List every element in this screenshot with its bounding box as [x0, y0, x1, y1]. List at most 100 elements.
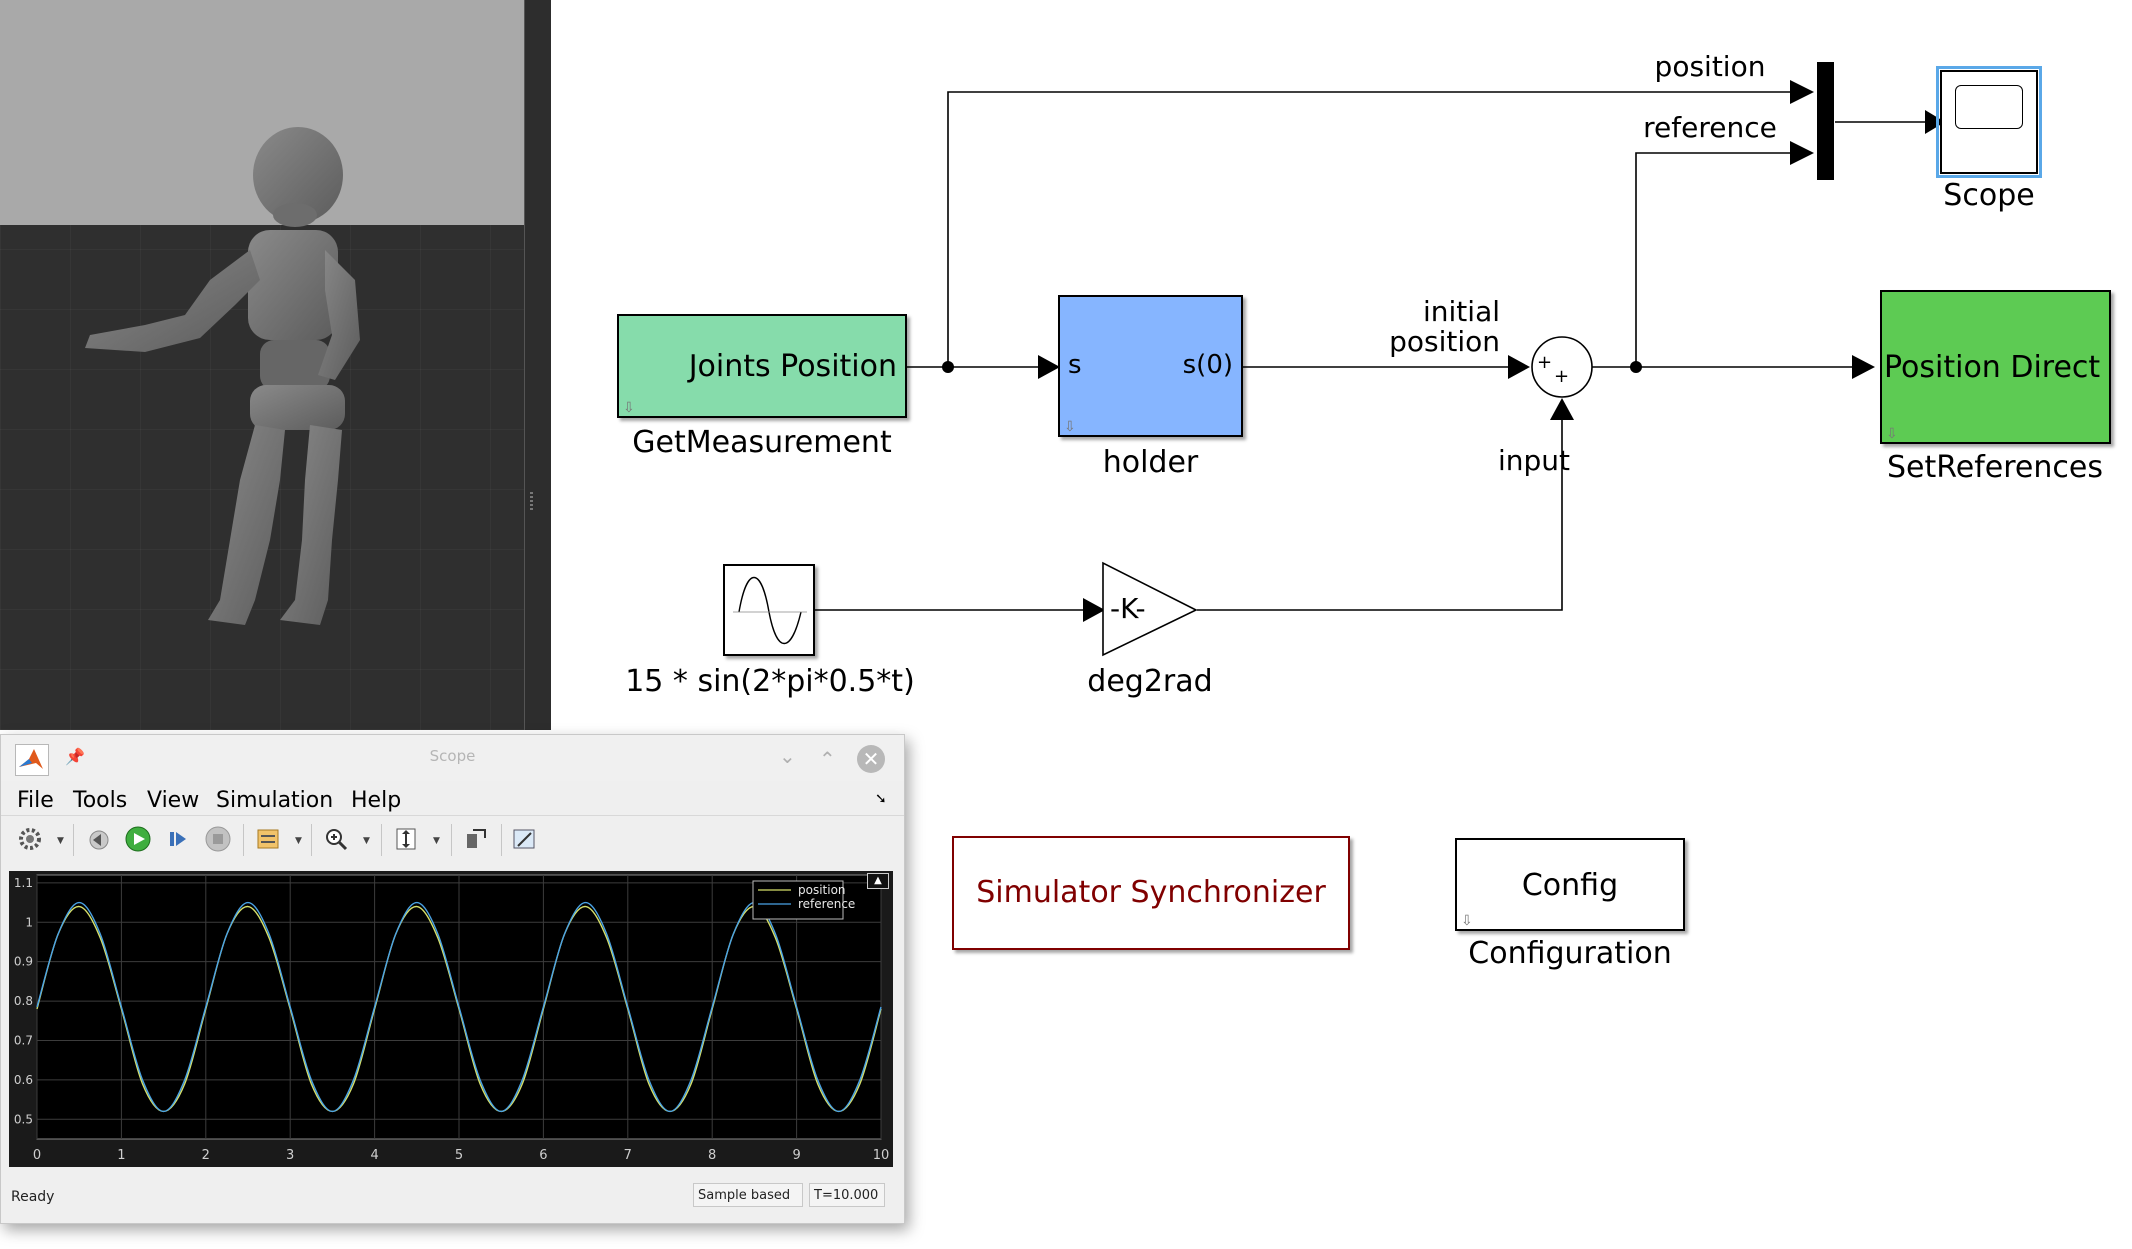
joints-position-block[interactable]: Joints Position ⇩: [617, 314, 907, 418]
library-link-icon: ⇩: [1886, 426, 1898, 442]
x-tick-label: 10: [873, 1148, 890, 1163]
toolbar-separator: [243, 824, 244, 856]
sine-wave-caption: 15 * sin(2*pi*0.5*t): [625, 664, 915, 699]
signal-dropdown-icon[interactable]: ▼: [295, 836, 302, 846]
x-tick-label: 4: [370, 1148, 378, 1163]
close-icon[interactable]: ✕: [857, 745, 885, 773]
expand-toggle-icon[interactable]: ▲: [867, 873, 889, 889]
settings-dropdown-icon[interactable]: ▼: [57, 836, 64, 846]
y-tick-label: 0.7: [14, 1033, 33, 1047]
step-forward-icon[interactable]: [163, 824, 193, 854]
legend-label-position: position: [798, 883, 846, 897]
scope-window[interactable]: 📌 Scope ⌄ ⌃ ✕ File Tools View Simulation…: [0, 734, 905, 1224]
sample-mode-indicator: Sample based: [693, 1183, 803, 1207]
run-play-icon[interactable]: [123, 824, 153, 854]
viewer-splitter[interactable]: [524, 0, 551, 730]
y-tick-label: 0.6: [14, 1073, 33, 1087]
gain-label: -K-: [1110, 592, 1146, 625]
minimize-icon[interactable]: ⌄: [779, 744, 796, 768]
scope-titlebar[interactable]: 📌 Scope ⌄ ⌃ ✕: [1, 735, 904, 781]
sine-wave-icon: [733, 577, 807, 645]
stop-icon[interactable]: [203, 824, 233, 854]
scope-window-title: Scope: [429, 747, 476, 765]
scope-menubar: File Tools View Simulation Help ➘: [1, 781, 904, 815]
zoom-dropdown-icon[interactable]: ▼: [363, 836, 370, 846]
menu-file[interactable]: File: [17, 788, 54, 813]
zoom-in-icon[interactable]: [321, 824, 351, 854]
toolbar-separator: [451, 824, 452, 856]
library-link-icon: ⇩: [1064, 419, 1076, 435]
status-text: Ready: [11, 1189, 55, 1205]
toolbar-separator: [73, 824, 74, 856]
signal-label-position-2[interactable]: position: [1389, 325, 1500, 358]
y-tick-label: 1.1: [14, 876, 33, 890]
menu-help[interactable]: Help: [351, 788, 402, 813]
scope-toolbar: ▼ ▼ ▼ ▼: [1, 815, 904, 864]
x-tick-label: 8: [708, 1148, 716, 1163]
series-line-reference: [36, 901, 882, 1113]
position-direct-block[interactable]: Position Direct ⇩: [1880, 290, 2111, 444]
scope-caption: Scope: [1943, 178, 2035, 213]
joints-position-caption: GetMeasurement: [632, 425, 892, 460]
library-link-icon: ⇩: [623, 400, 635, 416]
holder-output-port-label: s(0): [1182, 350, 1233, 380]
toolbar-separator: [381, 824, 382, 856]
scope-chart[interactable]: 0 1 2 3 4 5 6 7 8 9 10 0.5 0.6 0.7 0.8 0.9 1 1.1 positionr…: [9, 871, 893, 1167]
x-tick-label: 7: [624, 1148, 632, 1163]
signal-selector-icon[interactable]: [253, 824, 283, 854]
scope-screen-icon: [1955, 85, 2023, 129]
x-tick-label: 1: [117, 1148, 125, 1163]
holder-caption: holder: [1102, 445, 1199, 480]
signal-label-reference[interactable]: reference: [1643, 111, 1777, 144]
signal-label-position[interactable]: position: [1654, 50, 1766, 83]
matlab-logo-icon: [15, 744, 49, 776]
y-tick-label: 0.8: [14, 994, 33, 1008]
x-tick-label: 6: [539, 1148, 547, 1163]
autoscale-icon[interactable]: [391, 824, 421, 854]
joints-position-label: Joints Position: [688, 349, 897, 384]
scope-block[interactable]: [1936, 66, 2042, 178]
holder-block[interactable]: s s(0) ⇩: [1058, 295, 1243, 437]
sum-sign-2: +: [1554, 366, 1570, 387]
step-back-icon[interactable]: [83, 824, 113, 854]
x-tick-label: 5: [455, 1148, 463, 1163]
autoscale-dropdown-icon[interactable]: ▼: [433, 836, 440, 846]
menu-tools[interactable]: Tools: [73, 788, 128, 813]
position-direct-caption: SetReferences: [1887, 450, 2103, 485]
time-indicator: T=10.000: [809, 1183, 885, 1207]
gain-caption: deg2rad: [1087, 664, 1213, 699]
undock-icon[interactable]: ➘: [875, 791, 887, 807]
menu-simulation[interactable]: Simulation: [216, 788, 334, 813]
y-tick-label: 1: [25, 915, 33, 929]
pin-icon[interactable]: 📌: [65, 747, 85, 766]
signal-label-input[interactable]: input: [1497, 444, 1571, 477]
style-edit-icon[interactable]: [509, 824, 539, 854]
x-tick-label: 2: [202, 1148, 210, 1163]
y-tick-label: 0.9: [14, 955, 33, 969]
position-direct-label: Position Direct: [1884, 350, 2101, 385]
signal-label-initial[interactable]: initial: [1423, 295, 1500, 328]
legend-label-reference: reference: [798, 897, 855, 911]
simulator-synchronizer-block[interactable]: Simulator Synchronizer: [952, 836, 1350, 950]
cursor-measure-icon[interactable]: [461, 824, 491, 854]
holder-input-port-label: s: [1068, 350, 1082, 380]
x-tick-label: 9: [792, 1148, 800, 1163]
robot-3d-viewer[interactable]: [0, 0, 524, 730]
legend-box: [752, 880, 844, 920]
toolbar-separator: [501, 824, 502, 856]
x-tick-label: 0: [33, 1148, 41, 1163]
library-link-icon: ⇩: [1461, 913, 1473, 929]
config-label: Config: [1521, 868, 1619, 903]
y-tick-label: 0.5: [14, 1112, 33, 1126]
settings-gear-icon[interactable]: [15, 824, 45, 854]
scope-statusbar: Ready Sample based T=10.000: [1, 1175, 904, 1221]
sine-wave-block[interactable]: [723, 564, 815, 656]
splitter-grip-icon[interactable]: [530, 490, 533, 510]
maximize-icon[interactable]: ⌃: [819, 747, 836, 771]
menu-view[interactable]: View: [147, 788, 200, 813]
config-block[interactable]: Config ⇩: [1455, 838, 1685, 931]
simulator-synchronizer-label: Simulator Synchronizer: [976, 875, 1326, 910]
robot-model: [85, 127, 360, 625]
x-tick-label: 3: [286, 1148, 294, 1163]
